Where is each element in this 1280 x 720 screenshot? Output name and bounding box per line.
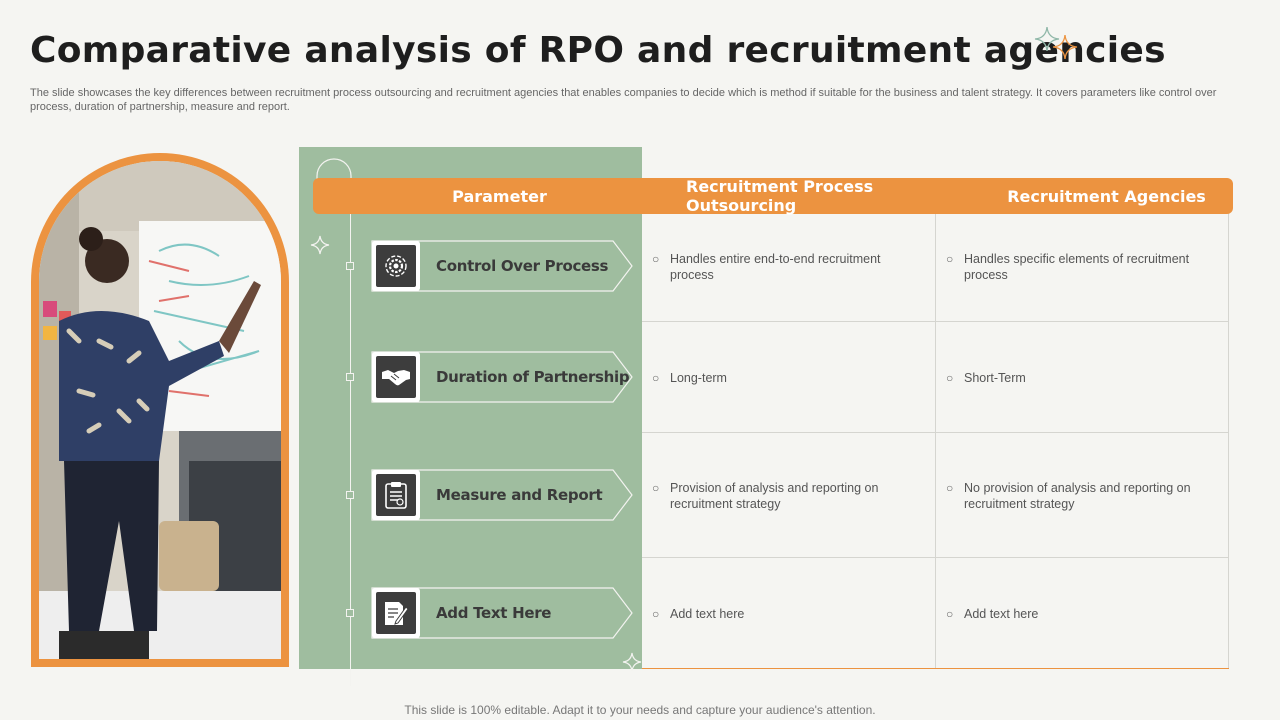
- bullet-icon: ○: [946, 607, 954, 621]
- bullet-icon: ○: [946, 371, 954, 385]
- photo-frame: [31, 153, 289, 667]
- table-bottom-border: [642, 668, 1229, 669]
- row-divider: [642, 432, 1229, 433]
- rpo-cell: ○ Add text here: [652, 606, 922, 622]
- bullet-icon: ○: [652, 481, 660, 495]
- bullet-icon: ○: [652, 607, 660, 621]
- parameter-item: Duration of Partnership: [371, 351, 633, 403]
- icon-frame: [372, 352, 420, 402]
- document-edit-icon: [385, 602, 409, 625]
- agencies-text: Handles specific elements of recruitment…: [964, 252, 1190, 282]
- sparkle-icon: [622, 652, 642, 672]
- parameter-item: Add Text Here: [371, 587, 633, 639]
- agencies-text: Add text here: [964, 607, 1039, 621]
- presenter-illustration: [39, 161, 281, 659]
- icon-frame: [372, 241, 420, 291]
- row-divider: [642, 321, 1229, 322]
- sparkle-icon: [1052, 34, 1078, 60]
- bullet-icon: ○: [652, 371, 660, 385]
- bullet-icon: ○: [946, 481, 954, 495]
- parameter-label: Control Over Process: [436, 257, 609, 275]
- presenter-photo: [39, 161, 281, 659]
- agencies-cell: ○ No provision of analysis and reporting…: [946, 480, 1216, 512]
- table-header: Parameter Recruitment Process Outsourcin…: [313, 177, 1233, 215]
- row-divider: [642, 557, 1229, 558]
- column-divider: [935, 212, 936, 669]
- rpo-text: Provision of analysis and reporting on r…: [670, 481, 879, 511]
- slide-title: Comparative analysis of RPO and recruitm…: [30, 30, 1166, 71]
- rpo-cell: ○ Long-term: [652, 370, 922, 386]
- agencies-cell: ○ Short-Term: [946, 370, 1216, 386]
- bullet-icon: ○: [652, 252, 660, 266]
- parameter-panel: [299, 147, 642, 669]
- parameter-label: Measure and Report: [436, 486, 603, 504]
- timeline-node: [346, 609, 354, 617]
- slide-subtitle: The slide showcases the key differences …: [30, 87, 1217, 113]
- timeline-line: [350, 178, 351, 686]
- bullet-icon: ○: [946, 252, 954, 266]
- header-rpo: Recruitment Process Outsourcing: [686, 177, 874, 215]
- rpo-text: Handles entire end-to-end recruitment pr…: [670, 252, 881, 282]
- parameter-item: Measure and Report: [371, 469, 633, 521]
- rpo-text: Long-term: [670, 371, 727, 385]
- timeline-node: [346, 491, 354, 499]
- header-agencies: Recruitment Agencies: [1007, 186, 1206, 206]
- agencies-text: Short-Term: [964, 371, 1026, 385]
- sparkle-icon: [1034, 26, 1060, 52]
- icon-frame: [372, 588, 420, 638]
- agencies-text: No provision of analysis and reporting o…: [964, 481, 1191, 511]
- handshake-icon: [382, 370, 410, 386]
- agencies-cell: ○ Add text here: [946, 606, 1216, 622]
- slide-footer: This slide is 100% editable. Adapt it to…: [404, 703, 876, 717]
- clipboard-icon: [385, 482, 407, 509]
- rpo-cell: ○ Handles entire end-to-end recruitment …: [652, 251, 922, 283]
- rpo-text: Add text here: [670, 607, 745, 621]
- icon-frame: [372, 470, 420, 520]
- parameter-item: Control Over Process: [371, 240, 633, 292]
- agencies-cell: ○ Handles specific elements of recruitme…: [946, 251, 1216, 283]
- parameter-label: Add Text Here: [436, 604, 552, 622]
- gear-icon: [385, 255, 407, 277]
- rpo-cell: ○ Provision of analysis and reporting on…: [652, 480, 922, 512]
- sparkle-icon: [310, 235, 330, 255]
- timeline-arc: [316, 158, 352, 198]
- timeline-node: [346, 373, 354, 381]
- parameter-label: Duration of Partnership: [436, 368, 630, 386]
- header-parameter: Parameter: [452, 186, 547, 206]
- column-divider: [1228, 212, 1229, 669]
- timeline-node: [346, 262, 354, 270]
